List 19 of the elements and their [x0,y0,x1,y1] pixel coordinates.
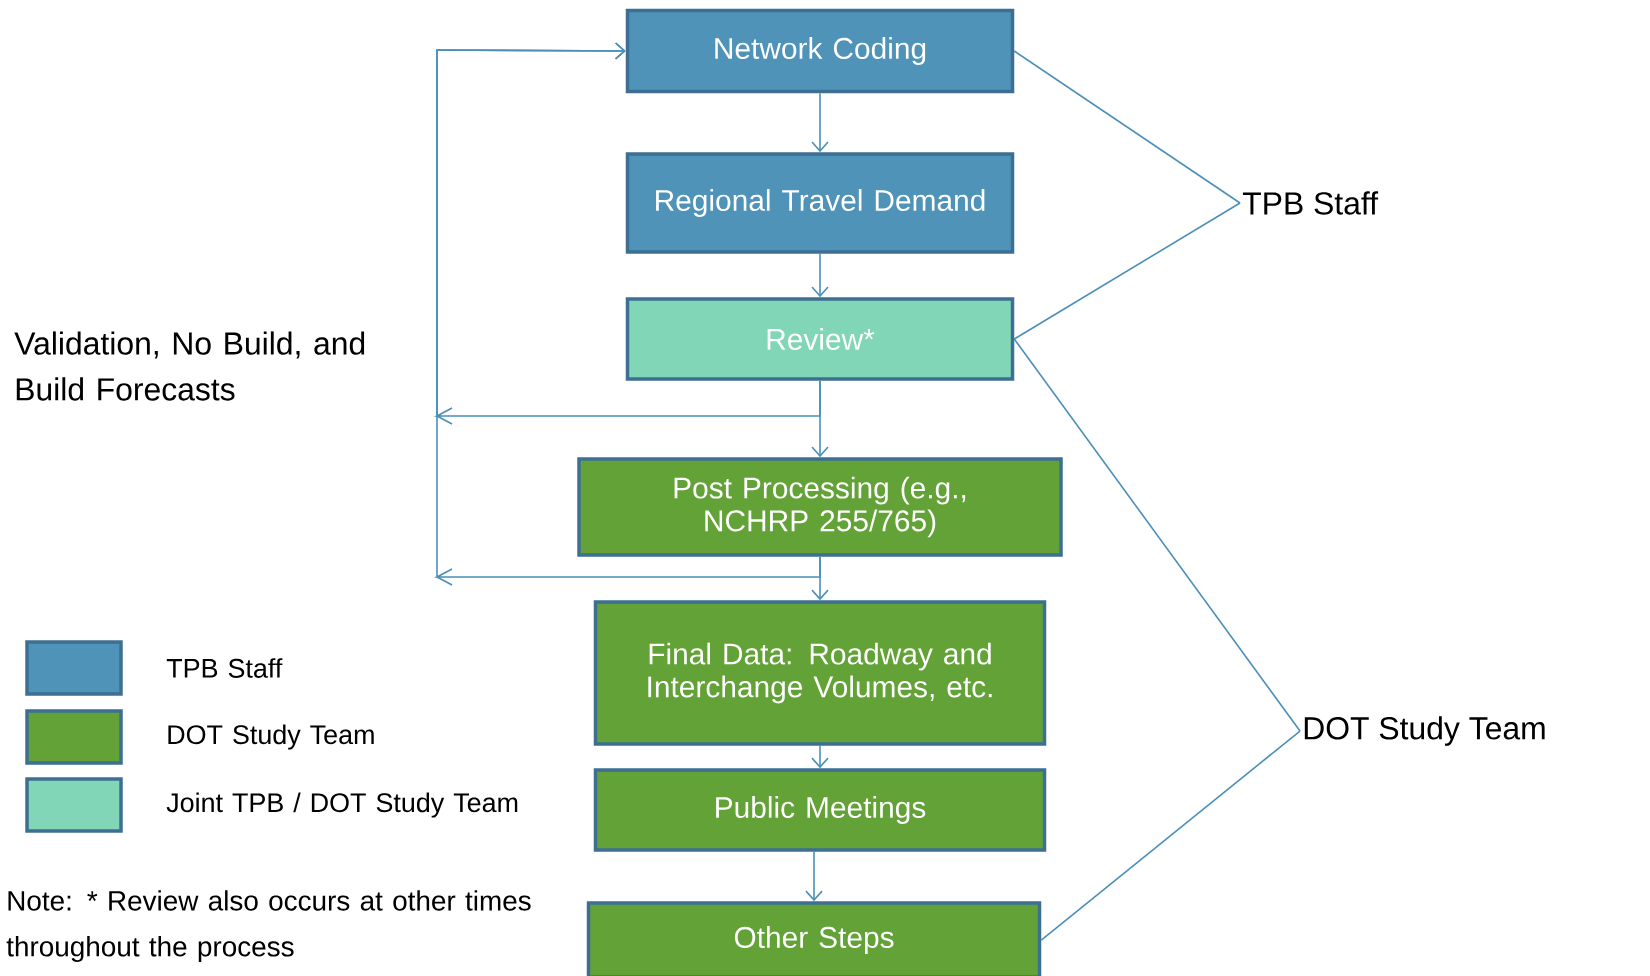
edge-label: Validation, No Build, and Build Forecasts [14,331,365,401]
process-box: Review* [625,297,1015,381]
process-box: Final Data: Roadway and Interchange Volumes, etc. [593,600,1047,746]
process-box: Post Processing (e.g., NCHRP 255/765) [577,457,1063,557]
legend-label: DOT Study Team [168,724,374,750]
group-label: DOT Study Team [1304,716,1545,746]
arrow [433,42,821,586]
process-box: Network Coding [625,8,1015,94]
arrow [811,744,829,769]
legend-label: TPB Staff [166,658,283,678]
group-label: TPB Staff [1242,191,1379,215]
process-box: Other Steps [586,901,1042,976]
note: Note: * Review also occurs at other times throughout the process [6,890,531,963]
process-box: Public Meetings [593,768,1047,852]
legend-label: Joint TPB / DOT Study Team [166,792,518,818]
arrow [811,92,829,153]
process-box: Regional Travel Demand [625,152,1015,254]
arrow [811,252,829,298]
arrow [805,850,823,902]
